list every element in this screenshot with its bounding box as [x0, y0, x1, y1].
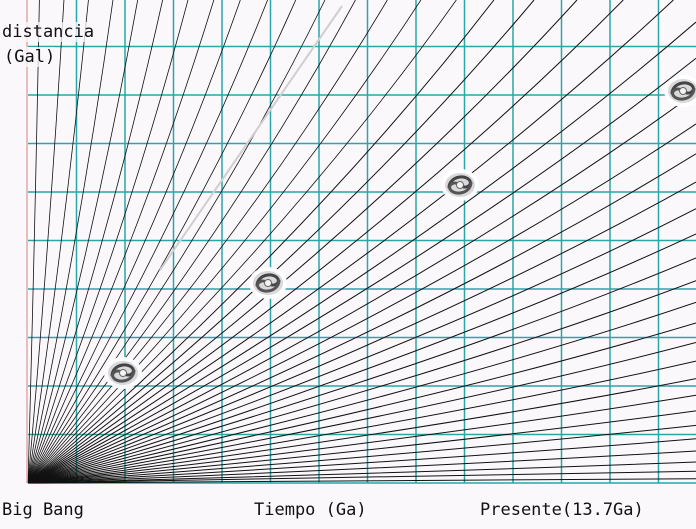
galaxy-icon [249, 267, 287, 299]
worldline [27, 450, 696, 484]
worldline [27, 0, 326, 484]
worldline [27, 378, 696, 484]
y-axis-label: distancia [2, 22, 95, 42]
worldline [27, 181, 696, 484]
galaxy-icon [104, 357, 142, 389]
worldline [27, 410, 696, 484]
worldline [27, 0, 40, 484]
worldline [27, 0, 578, 484]
y-axis-unit: (Gal) [4, 47, 56, 67]
worldline [27, 461, 696, 484]
worldline [27, 438, 696, 484]
x-axis-end-label: Presente(13.7Ga) [480, 500, 644, 520]
worldline [27, 394, 696, 484]
worldline [27, 0, 495, 484]
worldline [27, 21, 696, 484]
worldline [27, 153, 696, 484]
worldline [27, 233, 696, 484]
worldline [27, 301, 696, 484]
worldline [27, 91, 696, 484]
worldline [27, 342, 696, 484]
worldline [27, 57, 696, 484]
worldline [27, 257, 696, 484]
worldline [27, 0, 215, 484]
worldline [27, 424, 696, 484]
worldline [27, 0, 114, 484]
worldline [27, 0, 674, 484]
worldline [27, 280, 696, 484]
worldline [27, 322, 696, 484]
worldline [27, 123, 696, 484]
worldline [27, 0, 164, 484]
worldline [27, 0, 457, 484]
worldline [27, 0, 268, 484]
worldline [27, 0, 297, 484]
galaxies [104, 75, 696, 389]
worldline [27, 0, 65, 484]
worldlines [27, 0, 696, 484]
x-axis-label: Tiempo (Ga) [254, 500, 367, 520]
worldline [27, 0, 388, 484]
light-path [159, 5, 343, 271]
x-axis-start-label: Big Bang [2, 500, 84, 520]
worldline [27, 0, 89, 484]
worldline [27, 208, 696, 484]
worldline [27, 0, 422, 484]
worldline [27, 0, 624, 484]
worldline [27, 360, 696, 484]
worldline [27, 0, 241, 484]
worldline [27, 0, 189, 484]
grid [28, 0, 696, 484]
galaxy-icon [441, 169, 479, 201]
worldline [27, 0, 139, 484]
worldline [27, 0, 535, 484]
worldline [27, 0, 356, 484]
worldline [27, 478, 696, 484]
galaxy-icon [664, 75, 696, 107]
